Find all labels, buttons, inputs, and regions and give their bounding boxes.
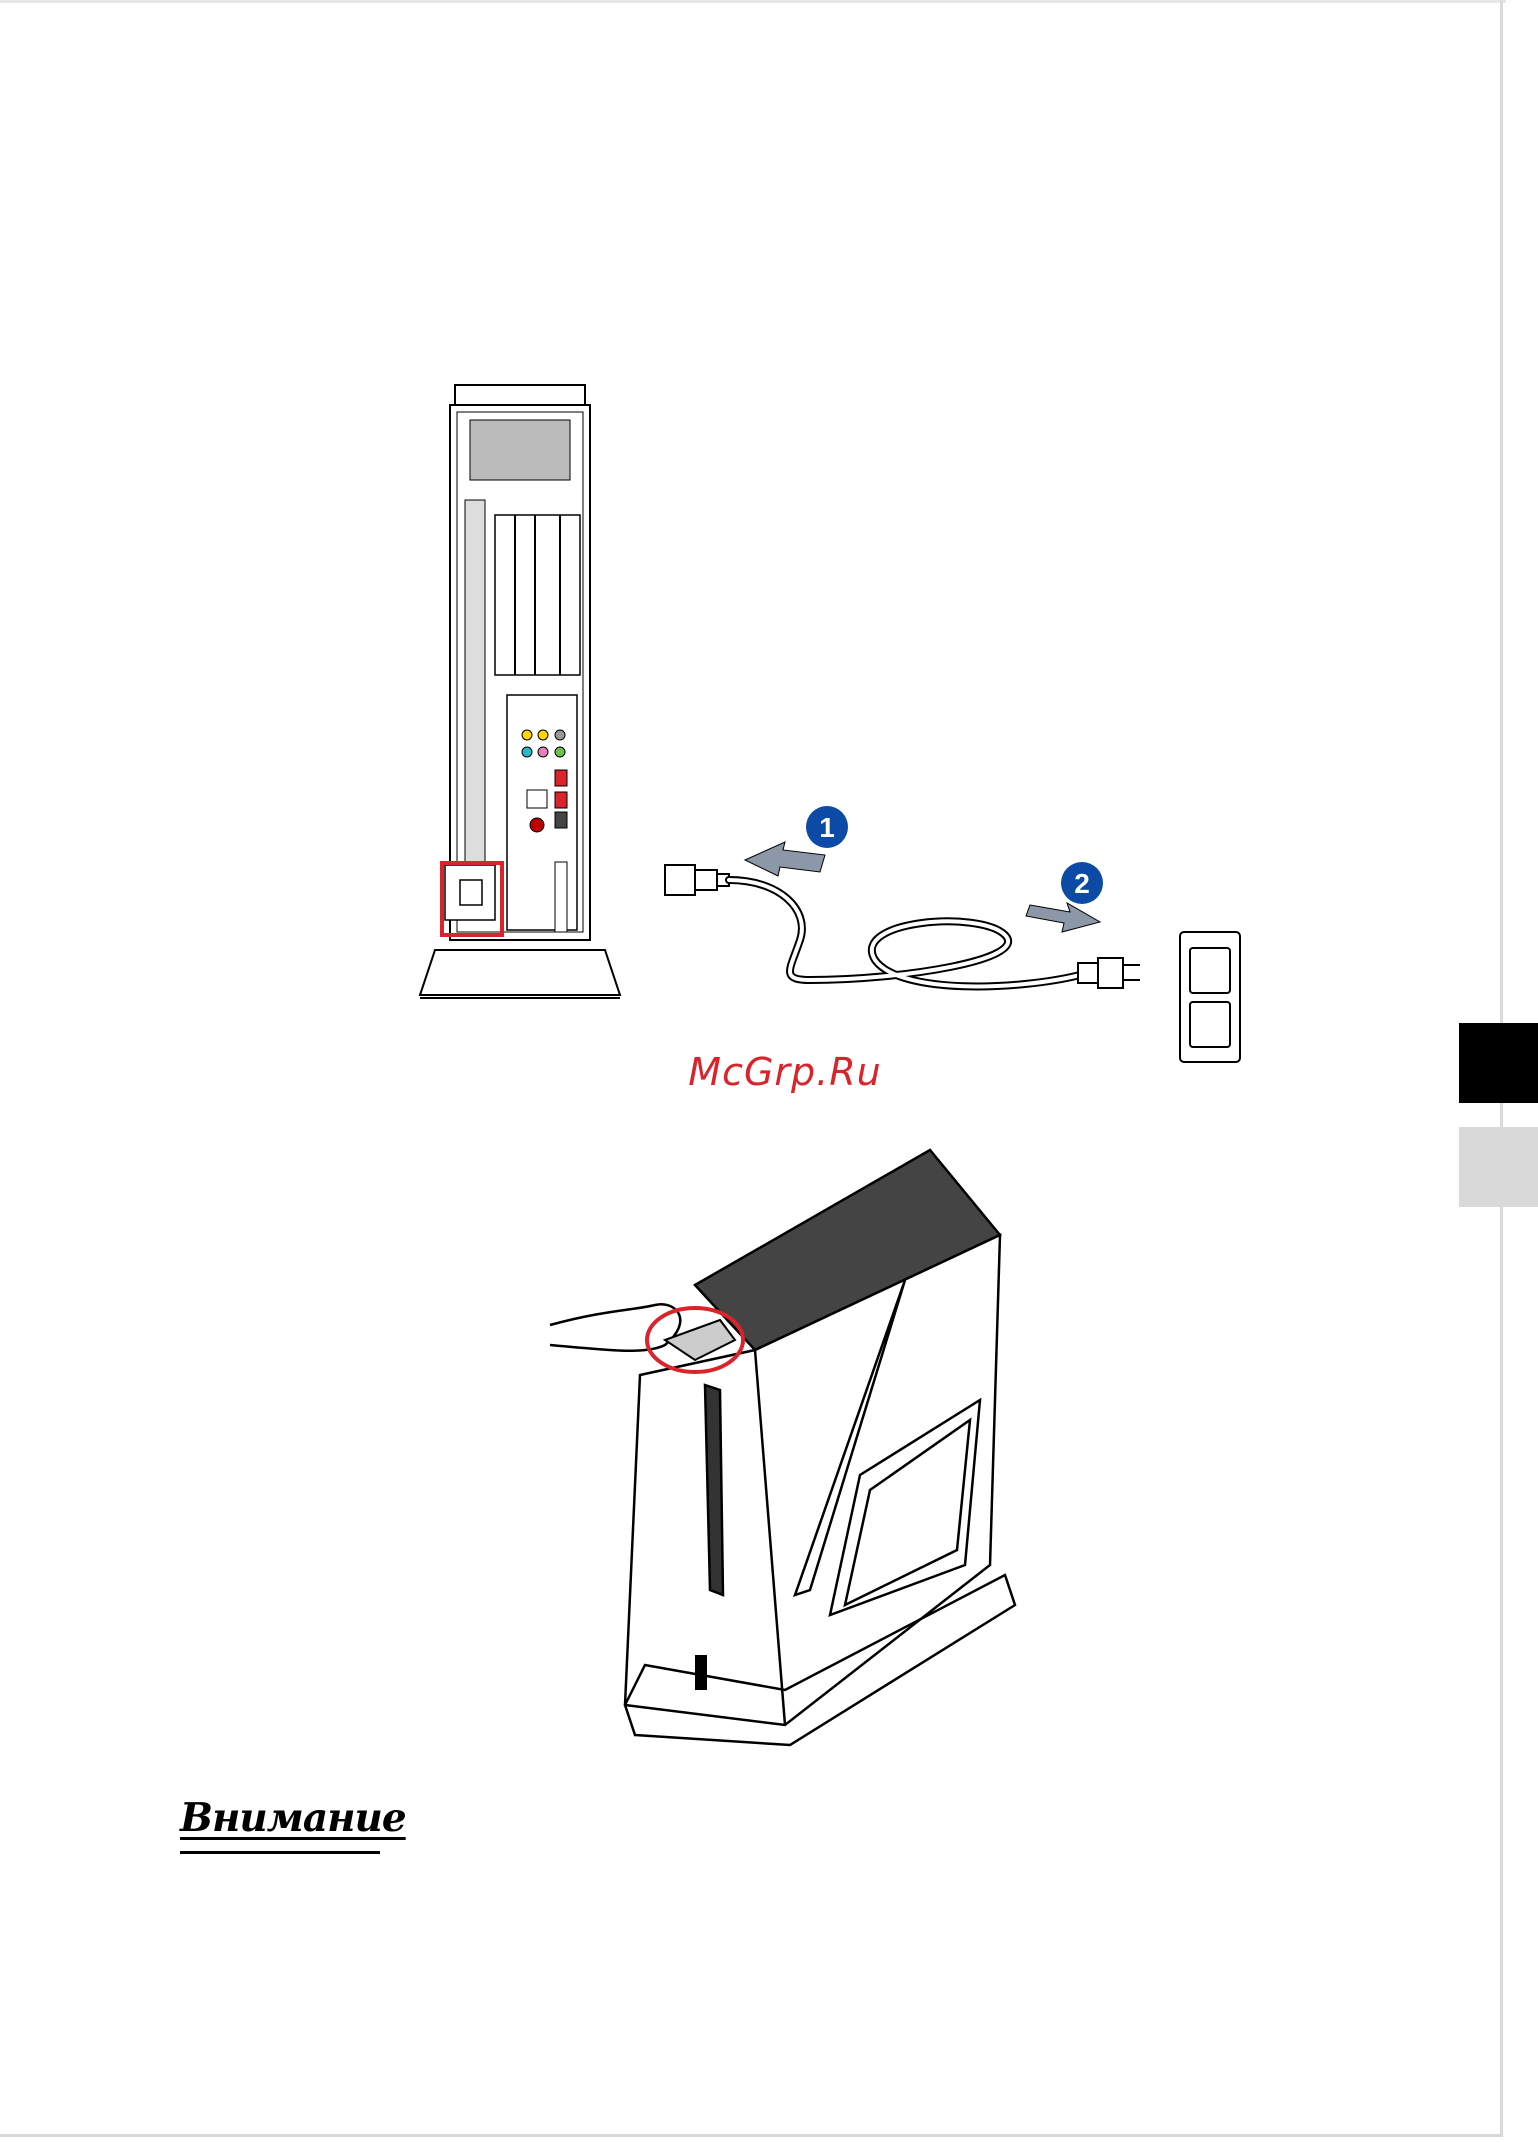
- power-cord-illustration: 1 2: [650, 800, 1250, 1070]
- attention-heading-block: Внимание: [180, 1795, 406, 1841]
- step-2-number: 2: [1074, 868, 1090, 899]
- heading-double-underline: [180, 1851, 380, 1854]
- attention-heading: Внимание: [180, 1795, 406, 1841]
- insert-arrow: [745, 842, 825, 876]
- chapter-tab-inactive: [1459, 1127, 1538, 1207]
- plug-in-arrow: [1026, 903, 1100, 932]
- chapter-tab-active: [1459, 1023, 1538, 1103]
- pc-front-view-illustration: [545, 1145, 1025, 1755]
- watermark: McGrp.Ru: [670, 1050, 900, 1094]
- pc-rear-view-illustration: [415, 380, 635, 1005]
- step-1-number: 1: [819, 812, 835, 843]
